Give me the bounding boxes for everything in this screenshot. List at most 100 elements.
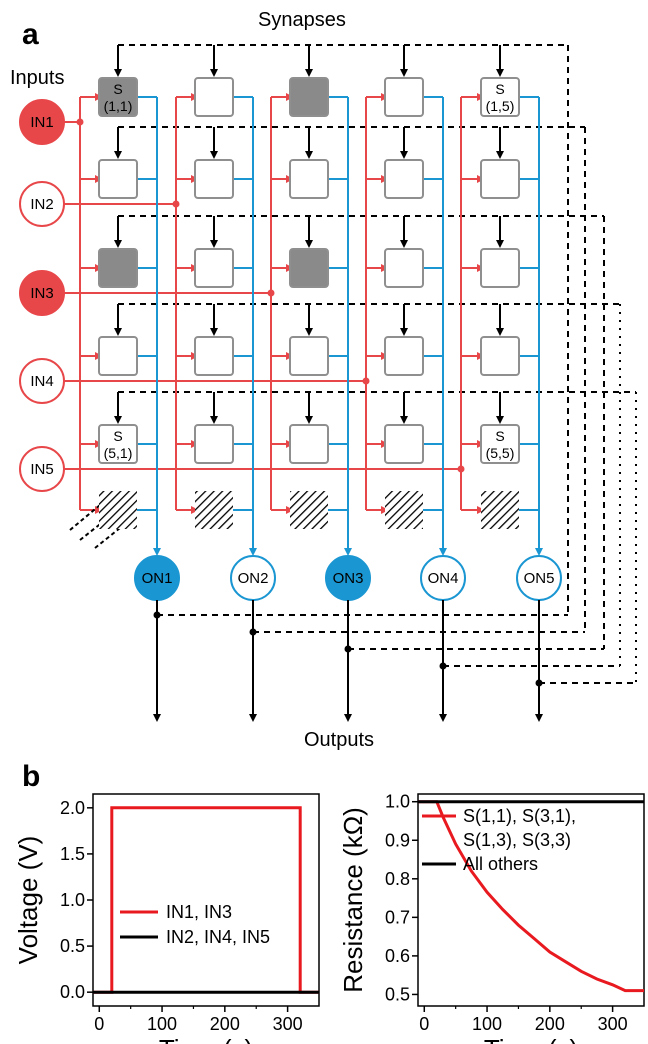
- inputs-title: Inputs: [10, 67, 64, 89]
- synapse-cell-4-3: [384, 424, 424, 464]
- bias-synapse: [385, 491, 423, 529]
- synapse-cell-4-1: [194, 424, 234, 464]
- synapse-cell-0-2: [289, 77, 329, 117]
- bias-synapse: [290, 491, 328, 529]
- legend-label: IN2, IN4, IN5: [166, 927, 270, 947]
- y-tick-label: 1.0: [385, 792, 410, 812]
- output-node-label: ON1: [142, 570, 173, 587]
- y-tick-label: 2.0: [60, 798, 85, 818]
- output-node-label: ON3: [333, 570, 364, 587]
- synapse-cell-3-2: [289, 336, 329, 376]
- synapse-cell-2-0: [98, 248, 138, 288]
- synapse-label-line1: S: [495, 81, 504, 97]
- input-node-5: [19, 446, 65, 492]
- synapse-label-line1: S: [495, 428, 504, 444]
- synapse-cell-1-4: [480, 159, 520, 199]
- y-tick-label: 0.8: [385, 869, 410, 889]
- synapse-cell-0-4: [480, 77, 520, 117]
- output-node-label: ON2: [238, 570, 269, 587]
- input-node-label: IN2: [30, 196, 53, 213]
- x-tick-label: 0: [94, 1014, 104, 1034]
- synapse-cell-1-1: [194, 159, 234, 199]
- input-node-label: IN5: [30, 461, 53, 478]
- input-node-1: [19, 99, 65, 145]
- synapse-label-line1: S: [113, 428, 122, 444]
- y-tick-label: 0.5: [385, 984, 410, 1004]
- synapse-cell-0-0: [98, 77, 138, 117]
- panel-a-label: a: [22, 18, 39, 51]
- synapse-cell-3-0: [98, 336, 138, 376]
- synapse-cell-2-2: [289, 248, 329, 288]
- bias-synapse: [195, 491, 233, 529]
- synapse-cell-4-4: [480, 424, 520, 464]
- y-tick-label: 0.0: [60, 982, 85, 1002]
- legend-label: S(1,1), S(3,1),: [463, 806, 576, 826]
- synapses-title: Synapses: [258, 9, 346, 31]
- plot-frame: [417, 793, 645, 1007]
- feedback-dashed-lines: [114, 44, 637, 684]
- output-tap-dot: [344, 645, 352, 653]
- synapse-cell-0-3: [384, 77, 424, 117]
- y-axis-title: Resistance (kΩ): [338, 807, 368, 993]
- synapse-label-line2: (5,1): [104, 445, 133, 461]
- synapse-cell-2-1: [194, 248, 234, 288]
- x-tick-label: 0: [419, 1014, 429, 1034]
- bias-synapse: [99, 491, 137, 529]
- input-node-label: IN3: [30, 285, 53, 302]
- synapse-cell-4-2: [289, 424, 329, 464]
- synapse-cell-1-3: [384, 159, 424, 199]
- input-node-2: [19, 181, 65, 227]
- synapse-grid: S(1,1)S(1,5)S(5,1)S(5,5): [98, 77, 520, 529]
- x-tick-label: 300: [273, 1014, 303, 1034]
- legend-label: IN1, IN3: [166, 902, 232, 922]
- synapse-label-line1: S: [113, 81, 122, 97]
- series-line: [93, 806, 319, 994]
- synapse-cell-2-4: [480, 248, 520, 288]
- output-tap-dot: [153, 611, 161, 619]
- output-node-label: ON4: [428, 570, 459, 587]
- synapse-cell-3-1: [194, 336, 234, 376]
- resistance-chart: 0 100 200 300 0.5 0.6 0.7 0.8 0.9 1.0Time (s) Resi…: [338, 792, 645, 1044]
- y-tick-label: 0.9: [385, 830, 410, 850]
- synapse-cell-3-3: [384, 336, 424, 376]
- plot-frame: [92, 793, 320, 1007]
- synapse-cell-3-4: [480, 336, 520, 376]
- x-tick-label: 200: [535, 1014, 565, 1034]
- legend-label: All others: [463, 854, 538, 874]
- y-tick-label: 0.5: [60, 936, 85, 956]
- output-tap-dot: [439, 662, 447, 670]
- panel-b-label: b: [22, 760, 40, 793]
- y-tick-label: 1.5: [60, 844, 85, 864]
- legend-label: S(1,3), S(3,3): [463, 830, 571, 850]
- synapse-cell-1-2: [289, 159, 329, 199]
- x-tick-label: 300: [598, 1014, 628, 1034]
- x-tick-label: 200: [210, 1014, 240, 1034]
- synapse-cell-2-3: [384, 248, 424, 288]
- synapse-label-line2: (5,5): [486, 445, 515, 461]
- input-node-label: IN4: [30, 373, 53, 390]
- synapse-label-line2: (1,5): [486, 98, 515, 114]
- x-tick-label: 100: [472, 1014, 502, 1034]
- crossbar-wires: [64, 93, 543, 556]
- y-tick-label: 1.0: [60, 890, 85, 910]
- synapse-cell-0-1: [194, 77, 234, 117]
- output-tap-dot: [535, 679, 543, 687]
- synapse-cell-1-0: [98, 159, 138, 199]
- output-node-label: ON5: [524, 570, 555, 587]
- output-tap-dot: [249, 628, 257, 636]
- synapse-label-line2: (1,1): [104, 98, 133, 114]
- bias-synapse: [481, 491, 519, 529]
- input-node-4: [19, 358, 65, 404]
- y-axis-title: Voltage (V): [13, 836, 43, 965]
- x-axis-title: Time (s): [484, 1034, 578, 1044]
- input-node-label: IN1: [30, 114, 53, 131]
- series-line: [418, 800, 644, 993]
- y-tick-label: 0.6: [385, 946, 410, 966]
- outputs-title: Outputs: [304, 729, 374, 751]
- x-axis-title: Time (s): [159, 1034, 253, 1044]
- input-node-3: [19, 270, 65, 316]
- y-tick-label: 0.7: [385, 907, 410, 927]
